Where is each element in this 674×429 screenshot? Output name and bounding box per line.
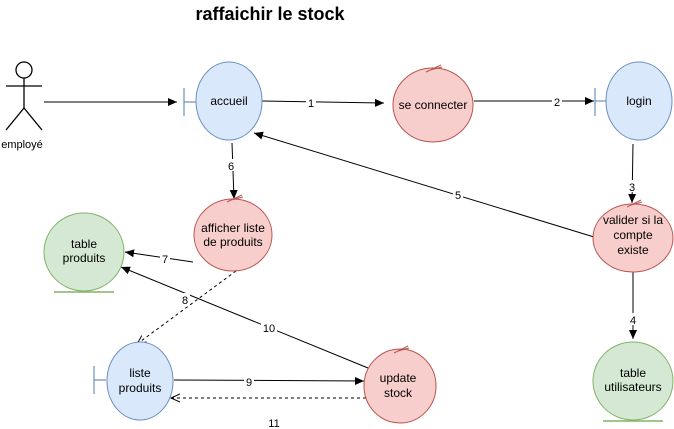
edge-label-4: 4 xyxy=(630,315,636,327)
diagram-title: raffaichir le stock xyxy=(195,4,345,24)
control-update-stock: update stock xyxy=(363,345,437,424)
valider-label-3: existe xyxy=(617,243,649,257)
edge-10 xyxy=(120,266,369,369)
entity-table-produits: table produits xyxy=(43,212,125,293)
actor-employe: employé xyxy=(1,61,43,151)
edge-labels: 1 2 3 4 5 6 7 8 9 10 11 xyxy=(160,95,638,429)
edge-label-11: 11 xyxy=(268,418,279,429)
edge-label-3: 3 xyxy=(629,182,635,194)
actor-label: employé xyxy=(1,139,43,151)
control-arrow-icon xyxy=(226,194,244,203)
control-arrow-icon xyxy=(425,64,443,73)
liste-produits-label-2: produits xyxy=(119,381,162,395)
update-stock-label-1: update xyxy=(380,371,417,385)
afficher-liste-label-1: afficher liste xyxy=(201,221,265,235)
control-arrow-icon xyxy=(393,345,410,354)
edge-8 xyxy=(137,270,237,344)
table-utilisateurs-label-2: utilisateurs xyxy=(604,380,661,394)
edge-9 xyxy=(173,376,365,385)
control-arrow-icon xyxy=(626,199,643,208)
table-produits-label-2: produits xyxy=(63,251,106,265)
control-valider-compte: valider si la compte existe xyxy=(592,199,674,273)
login-label: login xyxy=(626,94,651,108)
valider-label-2: compte xyxy=(613,228,653,242)
entity-table-utilisateurs: table utilisateurs xyxy=(592,341,674,422)
se-connecter-label: se connecter xyxy=(399,98,468,112)
table-utilisateurs-label-1: table xyxy=(620,366,646,380)
edge-3 xyxy=(628,143,637,204)
boundary-login: login xyxy=(594,61,673,141)
afficher-liste-label-2: de produits xyxy=(203,235,262,249)
edge-1 xyxy=(261,98,385,107)
actor-icon xyxy=(5,61,43,131)
edge-label-9: 9 xyxy=(246,377,252,389)
boundary-liste-produits: liste produits xyxy=(93,341,174,421)
update-stock-label-2: stock xyxy=(384,386,413,400)
edge-7 xyxy=(124,249,194,263)
edge-label-7: 7 xyxy=(162,254,168,266)
liste-produits-label-1: liste xyxy=(129,366,151,380)
edge-label-8: 8 xyxy=(182,295,188,307)
edge-label-5: 5 xyxy=(455,190,461,202)
valider-label-1: valider si la xyxy=(603,213,663,227)
edge-label-10: 10 xyxy=(263,323,275,335)
edge-label-2: 2 xyxy=(554,97,560,109)
edge-5 xyxy=(253,131,595,238)
control-afficher-liste: afficher liste de produits xyxy=(193,194,273,272)
edge-label-6: 6 xyxy=(228,161,234,173)
boundary-accueil: accueil xyxy=(183,61,263,141)
edges xyxy=(44,97,637,398)
table-produits-label-1: table xyxy=(71,237,97,251)
accueil-label: accueil xyxy=(210,94,247,108)
control-se-connecter: se connecter xyxy=(392,64,474,143)
edge-label-1: 1 xyxy=(308,98,314,110)
